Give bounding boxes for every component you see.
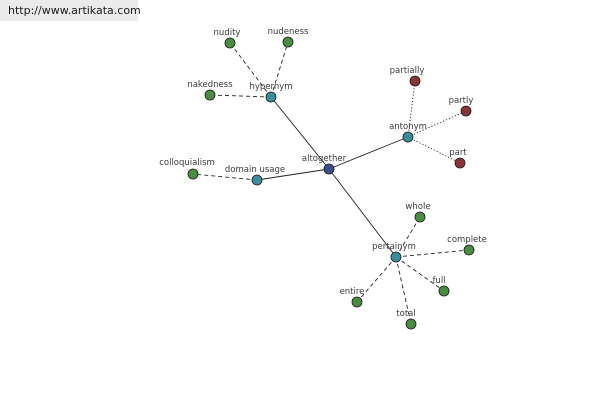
edge-hypernym-nudeness: [270, 41, 289, 98]
word-node-partly[interactable]: partly: [449, 96, 474, 117]
word-node-label: nudeness: [268, 27, 309, 37]
center-node[interactable]: altogether: [302, 154, 347, 175]
word-node-label: part: [449, 148, 467, 158]
word-node-entire[interactable]: entire: [340, 287, 365, 308]
center-node-label: altogether: [302, 154, 347, 164]
word-node-label: complete: [447, 235, 487, 245]
edge-pertainym-full: [395, 256, 445, 292]
edge-pertainym-complete: [395, 249, 470, 258]
relation-node-dot[interactable]: [251, 174, 263, 186]
word-node-nakedness[interactable]: nakedness: [187, 80, 233, 101]
word-node-label: partly: [449, 96, 474, 106]
word-node-dot[interactable]: [409, 75, 421, 87]
word-node-total[interactable]: total: [396, 309, 417, 330]
word-node-dot[interactable]: [463, 244, 475, 256]
relation-node-label: hypernym: [249, 82, 292, 92]
edge-hypernym-nudity: [229, 42, 272, 98]
word-node-part[interactable]: part: [449, 148, 467, 169]
word-node-label: full: [432, 276, 445, 286]
word-node-label: entire: [340, 287, 365, 297]
word-node-full[interactable]: full: [432, 276, 450, 297]
word-node-complete[interactable]: complete: [447, 235, 487, 256]
word-node-nudeness[interactable]: nudeness: [268, 27, 309, 48]
site-url-banner[interactable]: http://www.artikata.com: [0, 0, 141, 21]
edge-hypernym-nakedness: [209, 94, 272, 98]
relation-node-hypernym[interactable]: hypernym: [249, 82, 293, 103]
word-node-partially[interactable]: partially: [390, 66, 425, 87]
edge-pertainym-whole: [395, 216, 421, 258]
word-node-dot[interactable]: [351, 296, 363, 308]
edge-center-domain-usage: [256, 168, 330, 181]
word-node-whole[interactable]: whole: [405, 202, 431, 223]
word-node-dot[interactable]: [282, 36, 294, 48]
relation-node-dot[interactable]: [390, 251, 402, 263]
relation-node-pertainym[interactable]: pertainym: [372, 242, 416, 263]
word-node-dot[interactable]: [405, 318, 417, 330]
word-node-label: nakedness: [187, 80, 233, 90]
word-node-dot[interactable]: [460, 105, 472, 117]
word-node-label: total: [396, 309, 415, 319]
word-node-label: colloquialism: [159, 158, 215, 168]
word-node-label: partially: [390, 66, 425, 76]
edge-domain-usage-colloquialism: [192, 173, 258, 181]
relation-node-dot[interactable]: [402, 131, 414, 143]
edge-pertainym-entire: [356, 256, 397, 303]
word-node-nudity[interactable]: nudity: [214, 28, 241, 49]
edge-antonym-part: [407, 136, 461, 164]
word-node-colloquialism[interactable]: colloquialism: [159, 158, 215, 180]
word-node-dot[interactable]: [454, 157, 466, 169]
relation-node-label: antonym: [389, 122, 427, 132]
word-node-label: whole: [405, 202, 430, 212]
word-node-label: nudity: [214, 28, 241, 38]
edge-center-hypernym: [270, 96, 330, 170]
site-url-link[interactable]: http://www.artikata.com: [8, 4, 141, 17]
word-node-dot[interactable]: [204, 89, 216, 101]
relation-node-label: domain usage: [225, 165, 285, 175]
word-node-dot[interactable]: [438, 285, 450, 297]
relation-node-antonym[interactable]: antonym: [389, 122, 427, 143]
relation-node-domain-usage[interactable]: domain usage: [225, 165, 285, 186]
relation-node-label: pertainym: [372, 242, 416, 252]
word-node-dot[interactable]: [187, 168, 199, 180]
word-node-dot[interactable]: [414, 211, 426, 223]
edge-center-pertainym: [328, 168, 397, 258]
word-node-dot[interactable]: [224, 37, 236, 49]
edge-center-antonym: [328, 136, 409, 170]
edge-antonym-partly: [407, 110, 467, 138]
center-node-dot[interactable]: [323, 163, 335, 175]
edge-pertainym-total: [395, 256, 412, 325]
relation-node-dot[interactable]: [265, 91, 277, 103]
